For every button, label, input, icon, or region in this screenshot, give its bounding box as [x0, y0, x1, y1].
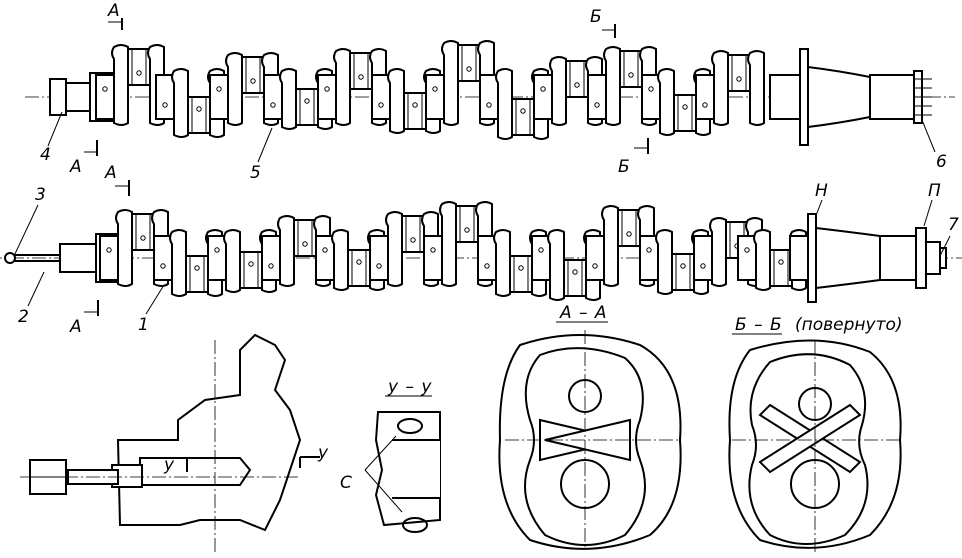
oil-passage-detail-section: у у	[20, 333, 329, 552]
top-section-b-bottom-label: Б	[618, 157, 630, 177]
part-3-label: 3	[35, 185, 46, 205]
bottom-section-a-bottom-label: А	[69, 317, 82, 337]
section-bb-note: (повернуто)	[795, 315, 903, 335]
section-yy: у – у С	[340, 377, 441, 533]
bottom-shaft-labels: А А 3 2 1 Н П 7	[13, 163, 959, 337]
detail-section-mark: у	[163, 455, 175, 475]
section-yy-title: у – у	[387, 377, 432, 397]
crankshaft-bottom-view	[0, 201, 962, 303]
section-aa: А – А	[498, 303, 682, 550]
part-5-label: 5	[250, 163, 261, 183]
bottom-section-a-top-label: А	[104, 163, 117, 183]
part-4-label: 4	[40, 145, 51, 165]
top-section-a-bottom-label: А	[69, 157, 82, 177]
section-bb-title: Б – Б	[735, 315, 783, 335]
part-7-label: 7	[948, 215, 959, 235]
mark-n-label: Н	[815, 181, 828, 201]
part-2-label: 2	[18, 307, 29, 327]
crankshaft-top-view	[25, 40, 955, 146]
part-1-label: 1	[138, 315, 149, 335]
section-aa-title: А – А	[559, 303, 608, 323]
mark-p-label: П	[928, 181, 941, 201]
section-bb: Б – Б (повернуто)	[728, 315, 903, 555]
detail-section-mark-2: у	[317, 443, 329, 463]
top-section-b-top-label: Б	[590, 7, 602, 27]
top-section-a-top-label: А	[107, 1, 120, 21]
section-yy-mark-c: С	[340, 473, 352, 493]
top-shaft-labels: А А Б Б 4 5 6	[40, 1, 947, 183]
part-6-label: 6	[936, 152, 947, 172]
